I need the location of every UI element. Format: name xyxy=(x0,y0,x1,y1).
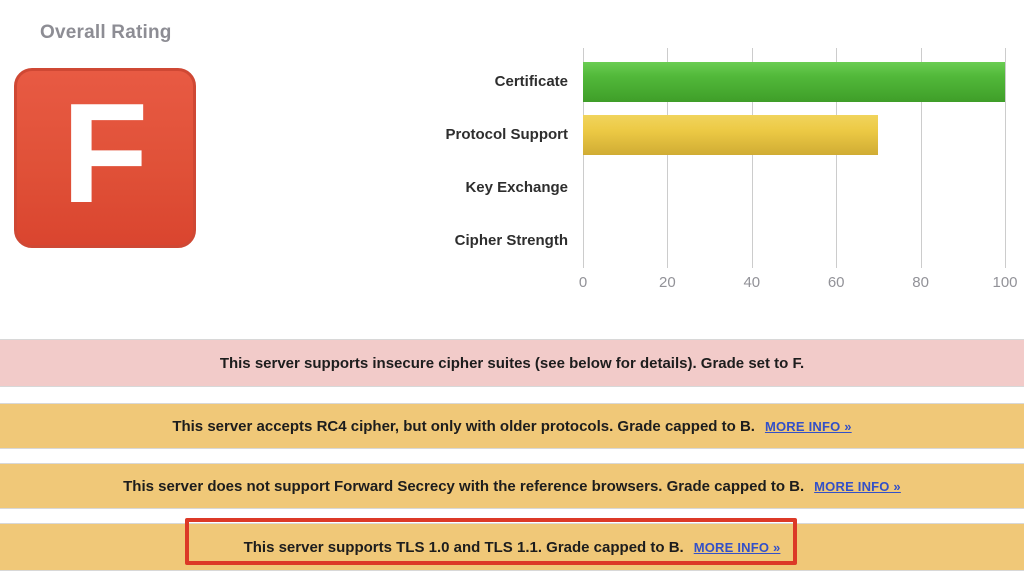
x-axis-tick-label: 100 xyxy=(992,274,1018,291)
chart-category-label: Key Exchange xyxy=(465,179,568,196)
x-axis-tick-label: 60 xyxy=(827,274,845,291)
chart-gridline xyxy=(751,48,753,268)
x-axis-tick-label: 20 xyxy=(659,274,676,291)
x-axis-tick-label: 0 xyxy=(578,274,588,291)
x-axis-tick-label: 40 xyxy=(743,274,761,291)
more-info-link[interactable]: MORE INFO » xyxy=(693,539,781,555)
banner-message-text: This server supports insecure cipher sui… xyxy=(219,354,805,372)
more-info-link[interactable]: MORE INFO » xyxy=(764,418,852,434)
chart-category-label: Protocol Support xyxy=(445,126,569,143)
grade-badge: F xyxy=(14,68,196,248)
chart-gridline xyxy=(920,48,922,268)
grade-warning-banner: This server does not support Forward Sec… xyxy=(0,463,1024,509)
banner-message-text: This server does not support Forward Sec… xyxy=(123,477,805,495)
chart-gridline xyxy=(583,48,584,268)
chart-category-label: Cipher Strength xyxy=(454,232,568,249)
chart-gridline xyxy=(1005,48,1006,268)
chart-bar-protocol-support xyxy=(583,115,879,155)
grade-warning-banner: This server supports TLS 1.0 and TLS 1.1… xyxy=(0,523,1024,571)
chart-gridline xyxy=(836,48,838,268)
chart-category-label: Certificate xyxy=(494,73,568,90)
chart-bar-certificate xyxy=(583,62,1005,102)
more-info-link[interactable]: MORE INFO » xyxy=(814,478,901,494)
x-axis-tick-label: 80 xyxy=(912,274,929,291)
banner-message-text: This server supports TLS 1.0 and TLS 1.1… xyxy=(243,538,684,556)
banner-message-text: This server accepts RC4 cipher, but only… xyxy=(172,417,755,435)
grade-warning-banner: This server accepts RC4 cipher, but only… xyxy=(0,403,1024,449)
chart-gridline xyxy=(667,48,669,268)
grade-error-banner: This server supports insecure cipher sui… xyxy=(0,339,1024,387)
grade-letter: F xyxy=(61,74,149,233)
overall-rating-title: Overall Rating xyxy=(40,22,172,43)
